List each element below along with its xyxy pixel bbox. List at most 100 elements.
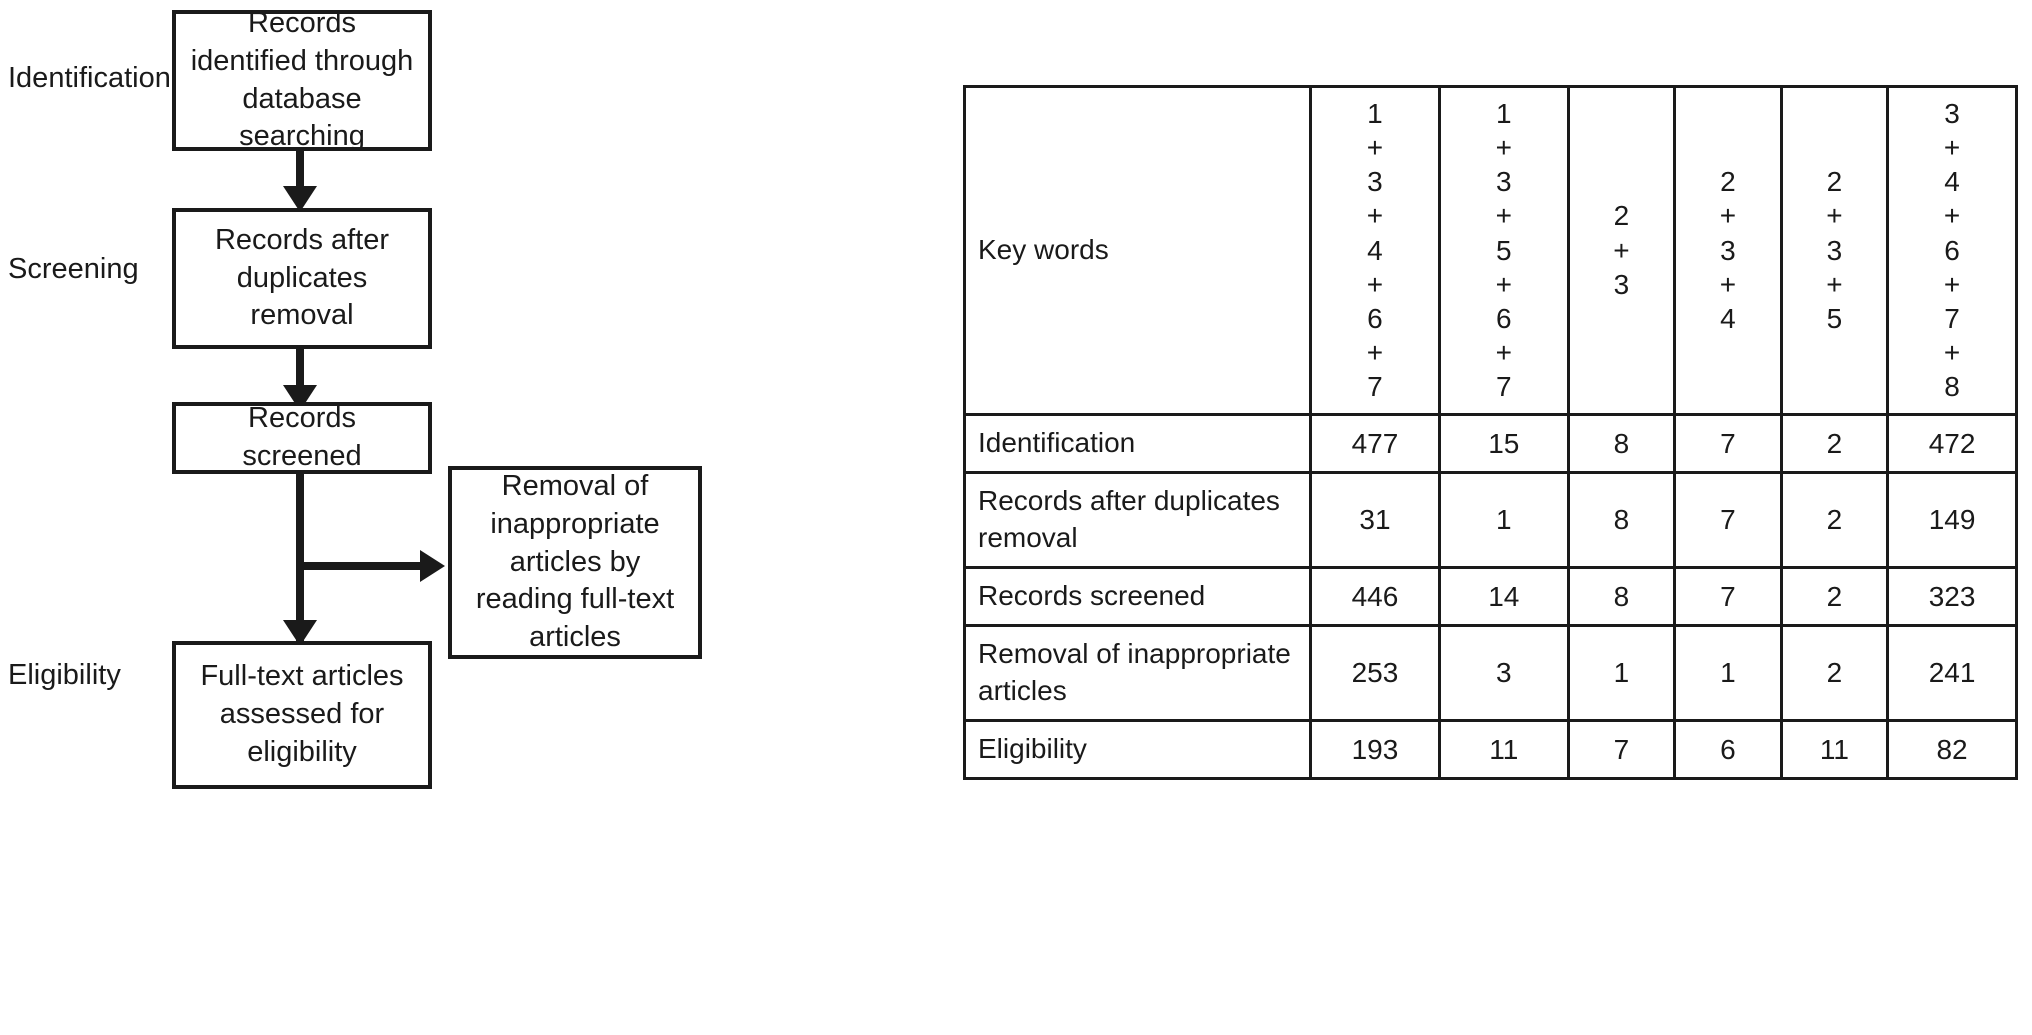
- arrow-screened-to-removal-shaft: [296, 562, 426, 570]
- cell-value: 2: [1779, 624, 1890, 723]
- kw-term: +: [1719, 268, 1737, 300]
- cell-value: 7: [1566, 719, 1677, 781]
- kw-term: +: [1613, 234, 1630, 266]
- kw-term: 7: [1367, 371, 1383, 403]
- kw-term: 1: [1496, 98, 1512, 129]
- kw-term: +: [1943, 132, 1961, 164]
- kw-term: 2: [1613, 200, 1630, 232]
- cell-value: 2: [1779, 471, 1890, 570]
- cell-value: 11: [1779, 719, 1890, 781]
- flow-box-removal-inappropriate: Removal of inappropriate articles by rea…: [448, 466, 702, 659]
- kw-term: 2: [1720, 166, 1736, 198]
- cell-value: 1: [1566, 624, 1677, 723]
- flow-box-records-after-duplicates: Records after duplicates removal: [172, 208, 432, 349]
- row-label: Eligibility: [962, 719, 1313, 781]
- keyword-combo-6: 3 + 4 + 6 + 7 + 8: [1901, 97, 2003, 404]
- cell-value: 7: [1673, 471, 1783, 570]
- cell-value: 193: [1309, 719, 1441, 781]
- flow-box-line: Records identified: [190, 7, 356, 77]
- cell-value: 82: [1886, 719, 2018, 781]
- table-header-col2: 1 + 3 + 5 + 6 + 7: [1437, 84, 1570, 417]
- kw-term: +: [1826, 200, 1843, 232]
- table-header-col3: 2 + 3: [1566, 84, 1677, 417]
- cell-value: 7: [1673, 566, 1783, 628]
- kw-term: 6: [1367, 302, 1383, 334]
- cell-value: 3: [1437, 624, 1570, 723]
- kw-term: +: [1826, 268, 1843, 300]
- kw-term: 5: [1496, 234, 1512, 266]
- cell-value: 8: [1566, 566, 1677, 628]
- cell-value: 2: [1779, 566, 1890, 628]
- table-row: Identification 477 15 8 7 2 472: [962, 413, 2018, 475]
- kw-term: +: [1366, 268, 1384, 300]
- flow-box-line: Removal of: [501, 470, 649, 503]
- table-row: Records after duplicates removal 31 1 8 …: [962, 471, 2018, 570]
- table-row: Eligibility 193 11 7 6 11 82: [962, 719, 2018, 781]
- kw-term: +: [1366, 200, 1384, 232]
- arrow-screened-to-removal-head: [420, 550, 445, 582]
- table-header-col6: 3 + 4 + 6 + 7 + 8: [1886, 84, 2018, 417]
- cell-value: 241: [1886, 624, 2018, 723]
- table-header-keywords: Key words: [962, 84, 1313, 417]
- cell-value: 7: [1673, 413, 1783, 475]
- kw-term: 1: [1367, 98, 1383, 129]
- cell-value: 31: [1309, 471, 1441, 570]
- stage-label-identification: Identification: [8, 62, 171, 94]
- kw-term: 3: [1720, 234, 1736, 266]
- flow-box-line: Full-text articles: [200, 660, 404, 693]
- kw-term: +: [1495, 132, 1512, 164]
- kw-term: 3: [1367, 166, 1383, 198]
- table-header-col1: 1 + 3 + 4 + 6 + 7: [1309, 84, 1441, 417]
- arrow-screened-to-fulltext-shaft: [296, 474, 304, 641]
- cell-value: 11: [1437, 719, 1570, 781]
- kw-term: 3: [1826, 234, 1843, 266]
- flow-box-line: eligibility: [247, 735, 357, 768]
- flow-box-records-identified: Records identified through database sear…: [172, 7, 432, 153]
- cell-value: 472: [1886, 413, 2018, 475]
- keyword-combo-5: 2 + 3 + 5: [1795, 165, 1874, 336]
- kw-term: +: [1366, 337, 1384, 369]
- cell-value: 446: [1309, 566, 1441, 628]
- kw-term: +: [1719, 200, 1737, 232]
- flow-box-line: searching: [239, 120, 365, 153]
- kw-term: +: [1943, 268, 1961, 300]
- flow-box-line: through database: [242, 44, 414, 115]
- table-header-col5: 2 + 3 + 5: [1779, 84, 1890, 417]
- cell-value: 253: [1309, 624, 1441, 723]
- kw-term: 8: [1944, 371, 1960, 403]
- row-label: Identification: [962, 413, 1313, 475]
- kw-term: 3: [1496, 166, 1512, 198]
- kw-term: +: [1943, 337, 1961, 369]
- kw-term: 7: [1496, 371, 1512, 403]
- kw-term: 4: [1720, 302, 1736, 334]
- keyword-combo-3: 2 + 3: [1582, 199, 1661, 301]
- kw-term: 3: [1613, 268, 1630, 300]
- cell-value: 8: [1566, 413, 1677, 475]
- kw-term: 6: [1944, 234, 1960, 266]
- cell-value: 477: [1309, 413, 1441, 475]
- kw-term: +: [1366, 132, 1384, 164]
- keyword-combo-2: 1 + 3 + 5 + 6 + 7: [1453, 97, 1555, 404]
- flow-box-line: Records screened: [242, 402, 362, 472]
- kw-term: 5: [1826, 302, 1843, 334]
- arrow-identified-to-duplicates-head: [283, 186, 317, 212]
- kw-term: 4: [1944, 166, 1960, 198]
- kw-term: +: [1495, 268, 1512, 300]
- kw-term: +: [1943, 200, 1961, 232]
- arrow-identified-to-duplicates-shaft: [296, 151, 304, 202]
- cell-value: 14: [1437, 566, 1570, 628]
- flow-box-line: reading full-text: [475, 583, 675, 616]
- cell-value: 1: [1673, 624, 1783, 723]
- keyword-combo-1: 1 + 3 + 4 + 6 + 7: [1324, 97, 1426, 404]
- flow-box-line: removal: [250, 299, 354, 332]
- cell-value: 2: [1779, 413, 1890, 475]
- cell-value: 323: [1886, 566, 2018, 628]
- kw-term: +: [1495, 337, 1512, 369]
- flow-box-line: Records after: [214, 223, 390, 256]
- cell-value: 8: [1566, 471, 1677, 570]
- flow-box-line: duplicates: [236, 261, 368, 294]
- table-row: Removal of inappropriate articles 253 3 …: [962, 624, 2018, 723]
- flow-box-line: inappropriate: [490, 507, 660, 540]
- kw-term: 3: [1944, 98, 1960, 129]
